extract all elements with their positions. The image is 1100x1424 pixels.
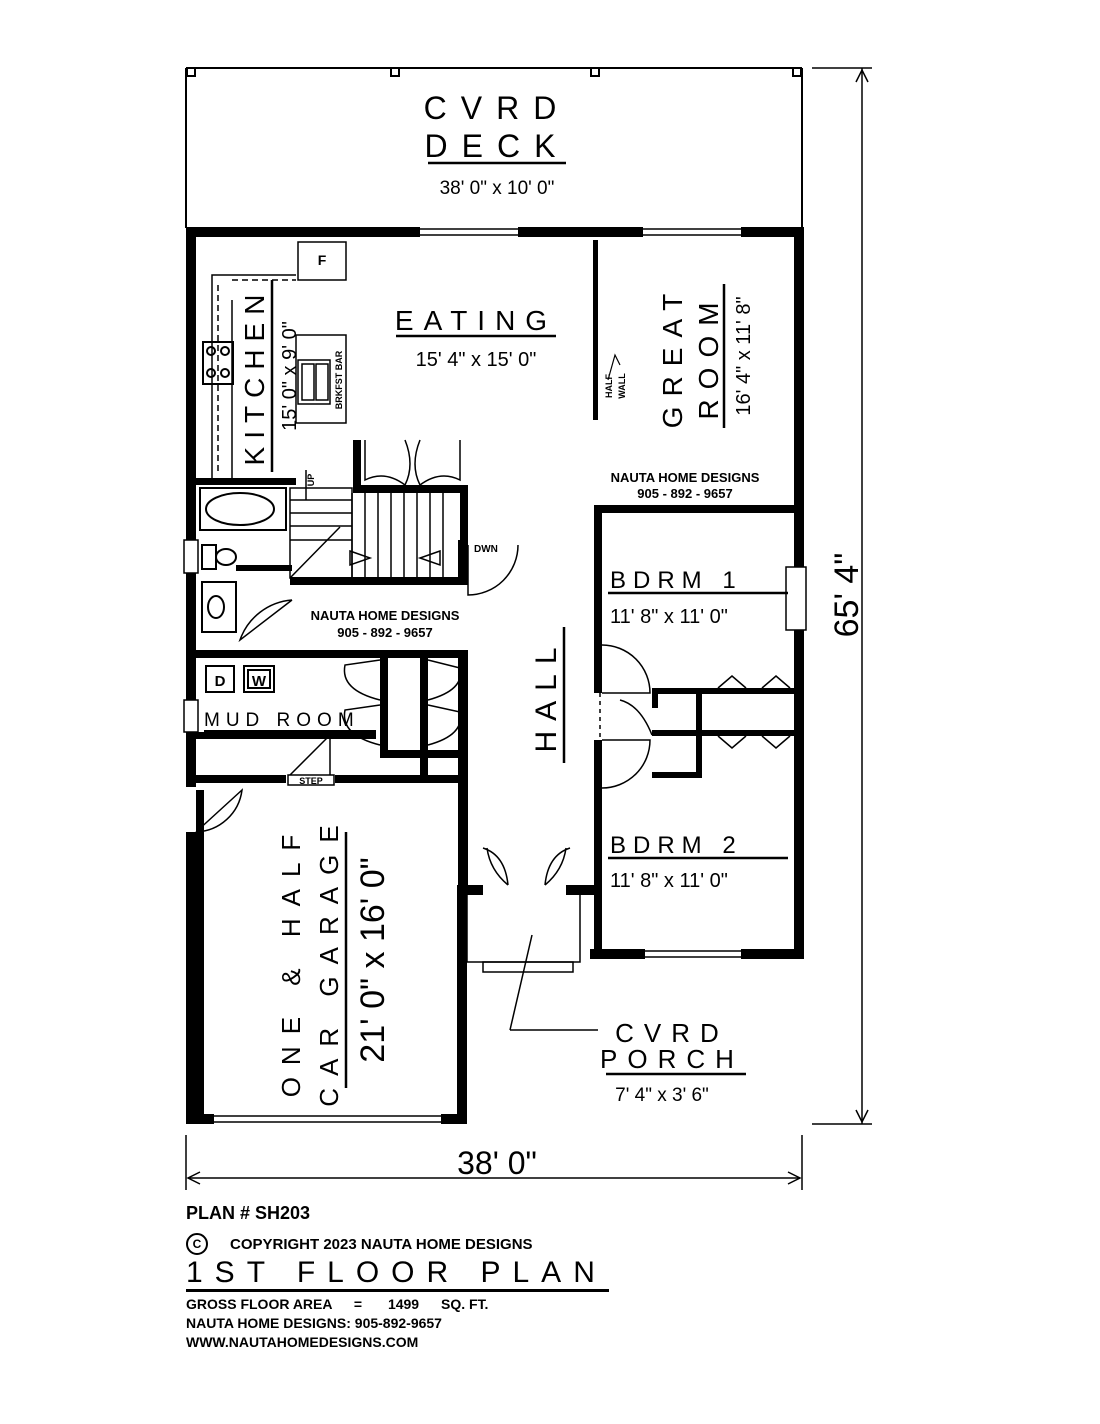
- eating-label: EATING: [395, 305, 557, 336]
- deck-label-line2: DECK: [425, 128, 570, 164]
- area-equals: =: [353, 1296, 363, 1312]
- bdrm2-size: 11' 8" x 11' 0": [610, 870, 728, 892]
- kitchen-label: KITCHEN: [239, 287, 270, 466]
- toilet-icon: [201, 544, 237, 570]
- deck-label-line1: CVRD: [424, 90, 571, 126]
- brkfst-bar-label: BRKFST BAR: [334, 350, 344, 409]
- stair-up-label: UP: [306, 474, 316, 487]
- staircase: [289, 470, 444, 579]
- porch-outline: [466, 895, 581, 973]
- area-value: 1499: [387, 1296, 420, 1312]
- washer-dryer-icon: [205, 665, 275, 693]
- gross-floor-area: GROSS FLOOR AREA = 1499 SQ. FT.: [186, 1296, 488, 1312]
- watermark-2-name: NAUTA HOME DESIGNS: [311, 608, 460, 623]
- dryer-label: D: [215, 673, 226, 690]
- stair-down-label: DWN: [474, 544, 498, 555]
- half-wall-label-2: WALL: [617, 373, 627, 399]
- eating-size: 15' 4" x 15' 0": [416, 349, 537, 371]
- step-label: STEP: [299, 776, 323, 786]
- exterior-windows: [183, 228, 807, 1123]
- mud-room-label: MUD ROOM: [204, 710, 360, 731]
- porch-label-line2: PORCH: [600, 1044, 744, 1074]
- hall-label: HALL: [530, 637, 563, 752]
- garage-step: [287, 774, 335, 786]
- bdrm2-label: BDRM 2: [610, 832, 743, 859]
- area-unit: SQ. FT.: [440, 1296, 489, 1312]
- bathtub-icon: [199, 487, 287, 531]
- range-icon: [202, 341, 234, 385]
- overall-depth-label: 65' 4": [828, 553, 866, 638]
- overall-width-label: 38' 0": [457, 1145, 537, 1181]
- garage-size: 21' 0" x 16' 0": [354, 857, 392, 1062]
- great-room-size: 16' 4" x 11' 8": [733, 296, 755, 415]
- copyright-row: C COPYRIGHT 2023 NAUTA HOME DESIGNS: [186, 1233, 533, 1255]
- kitchen-counters: [211, 241, 347, 478]
- island-sink-icon: [295, 334, 347, 424]
- interior-walls: [196, 240, 799, 1120]
- area-label: GROSS FLOOR AREA: [186, 1296, 332, 1312]
- watermark-1-phone: 905 - 892 - 9657: [637, 486, 732, 501]
- website: WWW.NAUTAHOMEDESIGNS.COM: [186, 1334, 419, 1350]
- washer-label: W: [252, 673, 267, 690]
- fridge-label: F: [318, 252, 327, 268]
- deck-outline: [185, 67, 803, 228]
- bdrm1-label: BDRM 1: [610, 567, 743, 594]
- bdrm1-size: 11' 8" x 11' 0": [610, 606, 728, 628]
- half-wall-label-1: HALF: [604, 374, 614, 398]
- plan-number: PLAN # SH203: [186, 1203, 311, 1223]
- company-phone: NAUTA HOME DESIGNS: 905-892-9657: [186, 1315, 442, 1331]
- great-room-label-line2: ROOM: [693, 292, 724, 419]
- deck-posts: [186, 67, 802, 77]
- watermark-2-phone: 905 - 892 - 9657: [337, 625, 432, 640]
- plan-title: 1ST FLOOR PLAN: [186, 1257, 609, 1292]
- garage-label-line1: ONE & HALF: [276, 823, 306, 1098]
- watermark-1-name: NAUTA HOME DESIGNS: [611, 470, 760, 485]
- great-room-label-line1: GREAT: [657, 284, 688, 428]
- porch-leader-line: [509, 934, 533, 1031]
- dimension-lines: [185, 67, 872, 1190]
- porch-label-line1: CVRD: [615, 1018, 729, 1048]
- deck-size: 38' 0" x 10' 0": [440, 178, 555, 199]
- copyright-symbol: C: [186, 1233, 208, 1255]
- porch-size: 7' 4" x 3' 6": [615, 1085, 709, 1106]
- sink-icon: [201, 581, 237, 633]
- kitchen-size: 15' 0" x 9' 0": [279, 321, 301, 431]
- door-swings: [195, 439, 791, 886]
- half-wall-pointer: [607, 353, 621, 381]
- copyright-text: COPYRIGHT 2023 NAUTA HOME DESIGNS: [230, 1235, 533, 1253]
- garage-label-line2: CAR GARAGE: [314, 813, 344, 1106]
